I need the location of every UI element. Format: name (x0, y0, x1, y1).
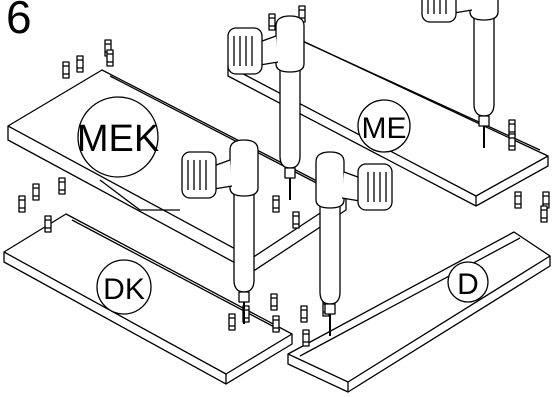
panel-board (287, 231, 551, 393)
dowel-icon (270, 293, 278, 311)
dowel-icon (540, 205, 548, 223)
dowel-icon (514, 191, 522, 209)
dowel-icon (228, 313, 236, 331)
svg-text:D: D (457, 268, 479, 301)
panel-label-mek: MEK (77, 96, 159, 178)
step-number: 6 (6, 0, 32, 43)
dowel-icon (62, 61, 70, 79)
panel-label-me: ME (357, 99, 411, 153)
svg-text:ME: ME (362, 112, 407, 145)
svg-text:MEK: MEK (77, 118, 159, 160)
dowel-icon (272, 195, 280, 213)
dowel-icon (58, 177, 66, 195)
dowel-icon (300, 305, 308, 323)
dowel-icon (32, 183, 40, 201)
dowel-icon (76, 55, 84, 73)
svg-text:DK: DK (103, 273, 145, 306)
panel-label-d: D (447, 261, 489, 303)
dowel-icon (44, 215, 52, 233)
dowel-icon (18, 195, 26, 213)
dowel-icon (508, 133, 516, 151)
dowel-icon (272, 315, 280, 333)
dowel-icon (106, 49, 114, 67)
dowel-icon (268, 13, 276, 31)
panel-label-dk: DK (96, 259, 152, 315)
dowel-icon (292, 211, 300, 229)
dowel-icon (302, 329, 310, 347)
